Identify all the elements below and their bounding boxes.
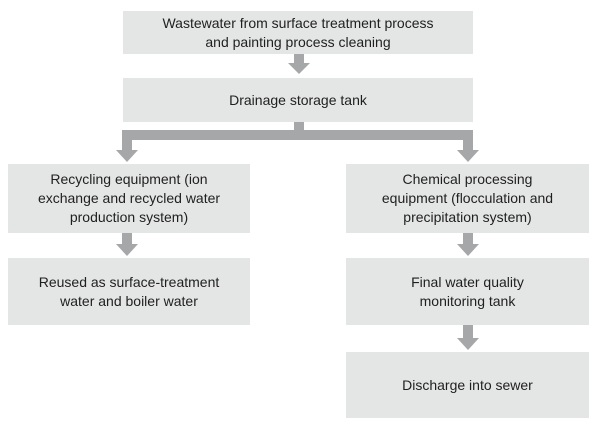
node-final-monitoring-tank: Final water quality monitoring tank [346,258,589,325]
arrow-monitoring-to-discharge [457,325,479,350]
node-discharge-into-sewer: Discharge into sewer [346,352,589,418]
node-reused-water: Reused as surface-treatment water and bo… [8,258,250,325]
node-recycling-equipment-label: Recycling equipment (ion exchange and re… [37,171,221,225]
node-drainage-storage-tank: Drainage storage tank [123,78,473,122]
node-wastewater-source: Wastewater from surface treatment proces… [123,11,473,54]
arrow-chemical-to-monitoring [457,233,479,256]
node-discharge-into-sewer-label: Discharge into sewer [402,376,533,393]
node-wastewater-source-label: Wastewater from surface treatment proces… [162,14,434,50]
node-drainage-storage-tank-label: Drainage storage tank [229,91,367,108]
arrow-storage-split [116,122,479,162]
node-chemical-processing: Chemical processing equipment (flocculat… [346,164,589,233]
node-recycling-equipment: Recycling equipment (ion exchange and re… [8,164,250,233]
node-reused-water-label: Reused as surface-treatment water and bo… [38,273,220,309]
arrow-source-to-storage [288,54,310,74]
node-chemical-processing-label: Chemical processing equipment (flocculat… [381,171,554,225]
arrow-recycling-to-reused [116,233,138,256]
node-final-monitoring-tank-label: Final water quality monitoring tank [411,273,524,309]
